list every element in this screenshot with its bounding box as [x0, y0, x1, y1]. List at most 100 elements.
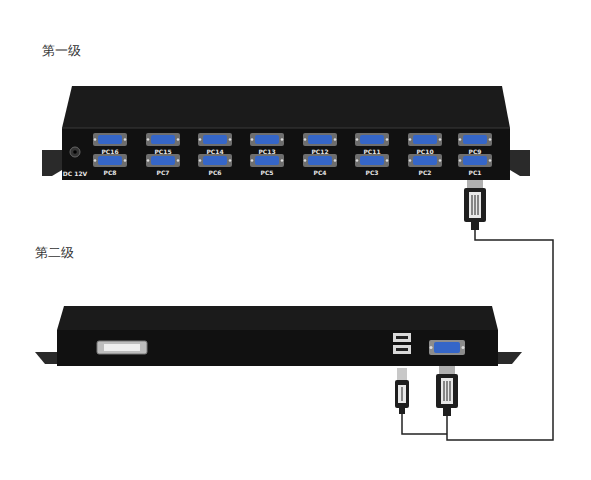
port-label: PC16 [101, 148, 118, 155]
screw [386, 159, 389, 162]
dvi-port-inner [104, 344, 140, 351]
vga-bezel [355, 154, 389, 167]
screw [281, 159, 284, 162]
plug-body [436, 374, 458, 408]
plug-stripe [475, 195, 476, 215]
mount-ear [35, 352, 57, 364]
vga-port [198, 154, 232, 167]
power-jack [70, 147, 80, 157]
screw [124, 159, 127, 162]
vga-port [146, 133, 180, 146]
usb-port [393, 333, 411, 342]
vga-socket [308, 156, 332, 165]
vga-bezel [93, 133, 127, 146]
vga-port [408, 154, 442, 167]
vga-socket [360, 156, 384, 165]
edge-highlight [62, 128, 510, 129]
vga-socket [463, 135, 487, 144]
vga-bezel [146, 133, 180, 146]
vga-socket [151, 135, 175, 144]
screw [430, 346, 433, 349]
screw [229, 138, 232, 141]
vga-bezel [198, 133, 232, 146]
port-label: PC1 [469, 169, 482, 176]
port-label: PC11 [363, 148, 380, 155]
usb-cable [402, 412, 447, 434]
vga-bezel [429, 340, 465, 355]
screw [251, 159, 254, 162]
screw [459, 159, 462, 162]
strain-relief [471, 222, 479, 230]
port-label: PC10 [416, 148, 433, 155]
port-label: PC4 [314, 169, 327, 176]
screw [459, 138, 462, 141]
vga-bezel [458, 133, 492, 146]
port-label: PC5 [261, 169, 274, 176]
kvm-switch-16-port [42, 86, 530, 180]
vga-port [355, 133, 389, 146]
screw [334, 138, 337, 141]
screw [229, 159, 232, 162]
screw [304, 159, 307, 162]
vga-bezel [198, 154, 232, 167]
vga-port [198, 133, 232, 146]
plug-stripe [450, 381, 451, 401]
vga-socket [203, 156, 227, 165]
usb-port [393, 345, 411, 354]
screw [409, 159, 412, 162]
vga-socket [463, 156, 487, 165]
strain-relief [443, 408, 451, 416]
vga-bezel [250, 154, 284, 167]
plug-stripe [444, 381, 445, 401]
port-label: DC 12V [63, 170, 87, 177]
kvm-device: 第二级 [35, 306, 522, 368]
vga-socket [98, 135, 122, 144]
usb-port-inner [396, 336, 408, 339]
usb-port-inner [396, 348, 408, 351]
vga-port [250, 154, 284, 167]
kvm-extender [35, 306, 522, 366]
vga-socket [203, 135, 227, 144]
vga-plug [464, 180, 486, 230]
kvm-device: 第一级 [42, 86, 530, 182]
vga-plug [436, 366, 458, 416]
mount-ear [42, 150, 62, 176]
port-label: PC13 [258, 148, 275, 155]
port-label: PC14 [206, 148, 223, 155]
screw [334, 159, 337, 162]
vga-socket [98, 156, 122, 165]
vga-bezel [408, 133, 442, 146]
screw [177, 138, 180, 141]
mount-ear [498, 352, 522, 364]
vga-port [458, 154, 492, 167]
plug-stripe [478, 195, 479, 215]
usb-symbol [402, 387, 403, 401]
top-face [57, 306, 498, 330]
port-label: PC6 [209, 169, 222, 176]
vga-port [303, 133, 337, 146]
plug-metal [467, 180, 483, 188]
screw [489, 159, 492, 162]
level-heading: 第一级 [42, 42, 81, 60]
mount-ear [510, 150, 530, 176]
vga-bezel [408, 154, 442, 167]
vga-bezel [303, 133, 337, 146]
vga-socket [413, 156, 437, 165]
screw [147, 138, 150, 141]
screw [386, 138, 389, 141]
screw [199, 138, 202, 141]
screw [147, 159, 150, 162]
plug-label [469, 192, 481, 218]
vga-port [303, 154, 337, 167]
vga-port [93, 133, 127, 146]
vga-port-group [93, 133, 492, 167]
port-label: PC3 [366, 169, 379, 176]
port-label: PC7 [157, 169, 170, 176]
port-label: PC2 [419, 169, 432, 176]
screw [281, 138, 284, 141]
vga-port [434, 342, 460, 353]
vga-port [458, 133, 492, 146]
